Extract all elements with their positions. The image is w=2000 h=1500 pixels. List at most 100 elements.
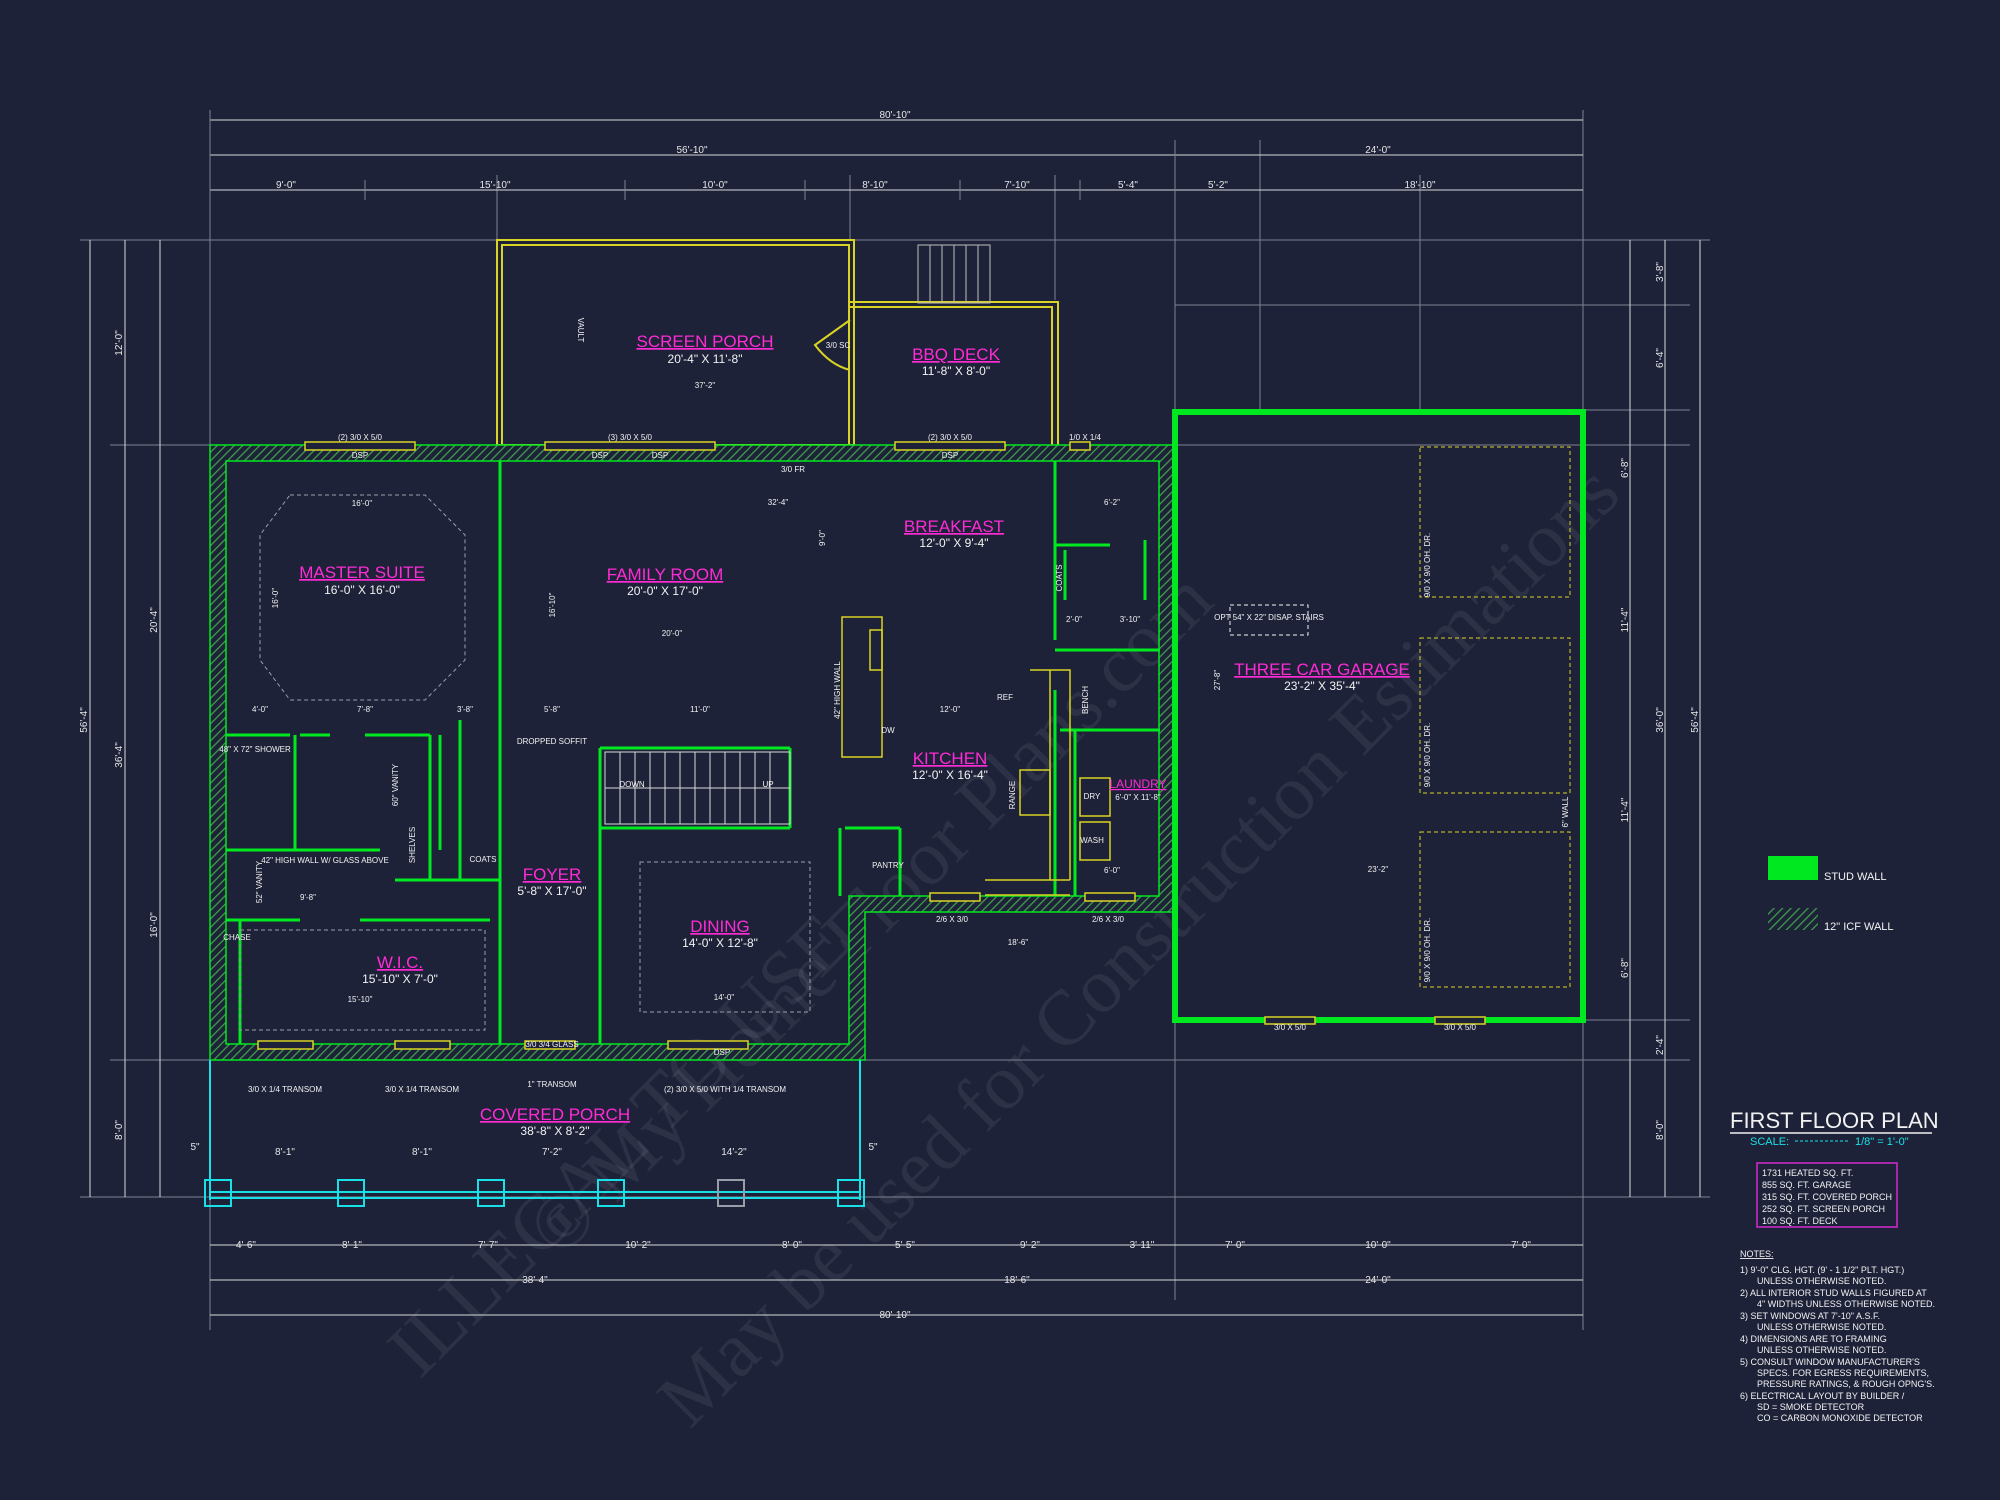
room-foyer: FOYER <box>523 865 582 884</box>
stat-screen-porch: 252 SQ. FT. SCREEN PORCH <box>1762 1204 1885 1214</box>
room-dining-size: 14'-0" X 12'-8" <box>682 936 758 950</box>
note-line-10: SPECS. FOR EGRESS REQUIREMENTS, <box>1757 1368 1929 1378</box>
room-master-suite: MASTER SUITE <box>299 563 425 582</box>
dim-overall-bottom: 80'-10" <box>879 1310 910 1321</box>
dim-bottom-seg-7: 9'-2" <box>1020 1240 1040 1251</box>
label-screen-porch-width: 37'-2" <box>695 381 716 390</box>
label-master-top: 16'-0" <box>352 499 373 508</box>
note-line-3: 2) ALL INTERIOR STUD WALLS FIGURED AT <box>1740 1288 1927 1298</box>
notes: NOTES: 1) 9'-0" CLG. HGT. (9' - 1 1/2" P… <box>1740 1249 1935 1423</box>
room-three-car-garage: THREE CAR GARAGE <box>1234 660 1410 679</box>
label-pantry: PANTRY <box>872 861 904 870</box>
legend-stud-wall-swatch <box>1768 856 1818 880</box>
dim-bottom-seg-10: 10'-0" <box>1365 1240 1391 1251</box>
label-transom-3: (2) 3/0 X 5/0 WITH 1/4 TRANSOM <box>664 1085 786 1094</box>
label-transom-1: 3/0 X 1/4 TRANSOM <box>248 1085 322 1094</box>
top-dimensions: 80'-10" 56'-10" 24'-0" 9'-0" 15'-10" 10'… <box>209 110 1583 200</box>
note-line-2: UNLESS OTHERWISE NOTED. <box>1757 1276 1886 1286</box>
label-dim-9-8: 9'-8" <box>300 893 316 902</box>
porch-dimensions: 5" 8'-1" 8'-1" 7'-2" 14'-2" 5" <box>190 1142 878 1158</box>
label-garage-h: 27'-8" <box>1213 670 1222 691</box>
label-window-2: (3) 3/0 X 5/0 <box>608 433 653 442</box>
covered-porch <box>204 1060 865 1207</box>
notes-title: NOTES: <box>1740 1249 1774 1259</box>
stat-deck: 100 SQ. FT. DECK <box>1762 1216 1838 1226</box>
room-screen-porch-size: 20'-4" X 11'-8" <box>668 352 743 366</box>
legend-stud-wall-label: STUD WALL <box>1824 871 1887 883</box>
label-dsp-1: DSP <box>352 451 368 460</box>
stat-garage: 855 SQ. FT. GARAGE <box>1762 1180 1851 1190</box>
stat-heated: 1731 HEATED SQ. FT. <box>1762 1168 1853 1178</box>
label-bench: BENCH <box>1081 686 1090 714</box>
dim-top-split-2: 24'-0" <box>1365 145 1391 156</box>
label-shower: 48" X 72" SHOWER <box>219 745 291 754</box>
dim-left-seg-3: 16'-0" <box>149 912 160 938</box>
label-high-wall-kitchen: 42" HIGH WALL <box>833 661 842 719</box>
dim-right-seg-6: 6'-8" <box>1620 958 1631 978</box>
dim-top-seg-3: 10'-0" <box>702 180 728 191</box>
label-dim-6-2: 6'-2" <box>1104 498 1120 507</box>
dim-top-seg-4: 8'-10" <box>862 180 888 191</box>
dim-porch-3: 8'-1" <box>412 1147 432 1158</box>
label-dim-3-8: 3'-8" <box>457 705 473 714</box>
label-dim-14: 14'-0" <box>714 993 735 1002</box>
label-dim-11: 11'-0" <box>690 705 710 714</box>
dim-right-seg-5: 11'-4" <box>1620 797 1631 822</box>
label-glass-door: 3/0 3/4 GLASS <box>525 1040 578 1049</box>
note-line-1: 1) 9'-0" CLG. HGT. (9' - 1 1/2" PLT. HGT… <box>1740 1265 1904 1275</box>
legend-icf-wall-swatch <box>1768 908 1818 930</box>
label-dim-12: 12'-0" <box>940 705 961 714</box>
room-covered-porch: COVERED PORCH <box>480 1105 630 1124</box>
dim-left-overall: 56'-4" <box>79 707 90 733</box>
room-bbq-deck: BBQ DECK <box>912 345 1001 364</box>
label-door-sc: 3/0 SC <box>826 341 851 350</box>
dim-right-seg-8: 8'-0" <box>1655 1120 1666 1140</box>
label-chase: CHASE <box>223 933 251 942</box>
dim-bottom-seg-9: 7'-0" <box>1225 1240 1245 1251</box>
dim-bottom-seg-2: 8'-1" <box>342 1240 362 1251</box>
label-dim-5-8: 5'-8" <box>544 705 560 714</box>
dim-bottom-split-2: 18'-6" <box>1004 1275 1030 1286</box>
label-door-fr: 3/0 FR <box>781 465 805 474</box>
dim-porch-5: 14'-2" <box>721 1147 747 1158</box>
label-garage-door-3: 9/0 X 9/0 OH. DR. <box>1423 918 1432 982</box>
dim-right-overall: 56'-4" <box>1690 707 1701 733</box>
label-dim-15-10: 15'-10" <box>348 995 373 1004</box>
dim-porch-1: 5" <box>190 1142 200 1153</box>
label-dsp-2: DSP <box>592 451 608 460</box>
label-dim-7-8: 7'-8" <box>357 705 373 714</box>
dim-bottom-seg-1: 4'-6" <box>236 1240 256 1251</box>
left-dimensions: 56'-4" 36'-4" 12'-0" 20'-4" 16'-0" 8'-0" <box>79 240 161 1197</box>
dim-bottom-split-3: 24'-0" <box>1365 1275 1391 1286</box>
note-line-4: 4" WIDTHS UNLESS OTHERWISE NOTED. <box>1757 1299 1935 1309</box>
label-dim-3-10: 3'-10" <box>1120 615 1141 624</box>
label-dim-4: 4'-0" <box>252 705 268 714</box>
dim-left-seg-2: 20'-4" <box>149 607 160 633</box>
dim-right-seg-3: 6'-8" <box>1620 458 1631 478</box>
dim-right-mid: 36'-0" <box>1655 707 1666 733</box>
label-span-32: 32'-4" <box>768 498 789 507</box>
dim-top-seg-5: 7'-10" <box>1004 180 1030 191</box>
garage-wall <box>1172 409 1586 1023</box>
label-garage-door-2: 9/0 X 9/0 OH. DR. <box>1423 723 1432 787</box>
note-line-5: 3) SET WINDOWS AT 7'-10" A.S.F. <box>1740 1311 1880 1321</box>
label-opt-stairs: OPT 54" X 22" DISAP. STAIRS <box>1214 613 1324 622</box>
label-dsp-4: DSP <box>942 451 958 460</box>
dim-right-seg-2: 6'-4" <box>1655 348 1666 368</box>
windows <box>257 441 1486 1050</box>
label-window-4: 1/0 X 1/4 <box>1069 433 1102 442</box>
room-bbq-deck-size: 11'-8" X 8'-0" <box>922 364 990 378</box>
label-vanity: 60" VANITY <box>391 763 400 806</box>
room-laundry: LAUNDRY <box>1109 777 1166 791</box>
label-garage-window-2: 3/0 X 5/0 <box>1444 1023 1477 1032</box>
label-down: DOWN <box>619 780 645 789</box>
dim-top-seg-1: 9'-0" <box>276 180 296 191</box>
label-high-wall: 42" HIGH WALL W/ GLASS ABOVE <box>261 856 389 865</box>
note-line-13: SD = SMOKE DETECTOR <box>1757 1402 1865 1412</box>
note-line-9: 5) CONSULT WINDOW MANUFACTURER'S <box>1740 1357 1920 1367</box>
dim-bottom-split-1: 38'-4" <box>522 1275 548 1286</box>
label-master-h: 16'-0" <box>271 588 280 609</box>
room-family-room: FAMILY ROOM <box>607 565 724 584</box>
legend-icf-wall-label: 12" ICF WALL <box>1824 921 1894 933</box>
